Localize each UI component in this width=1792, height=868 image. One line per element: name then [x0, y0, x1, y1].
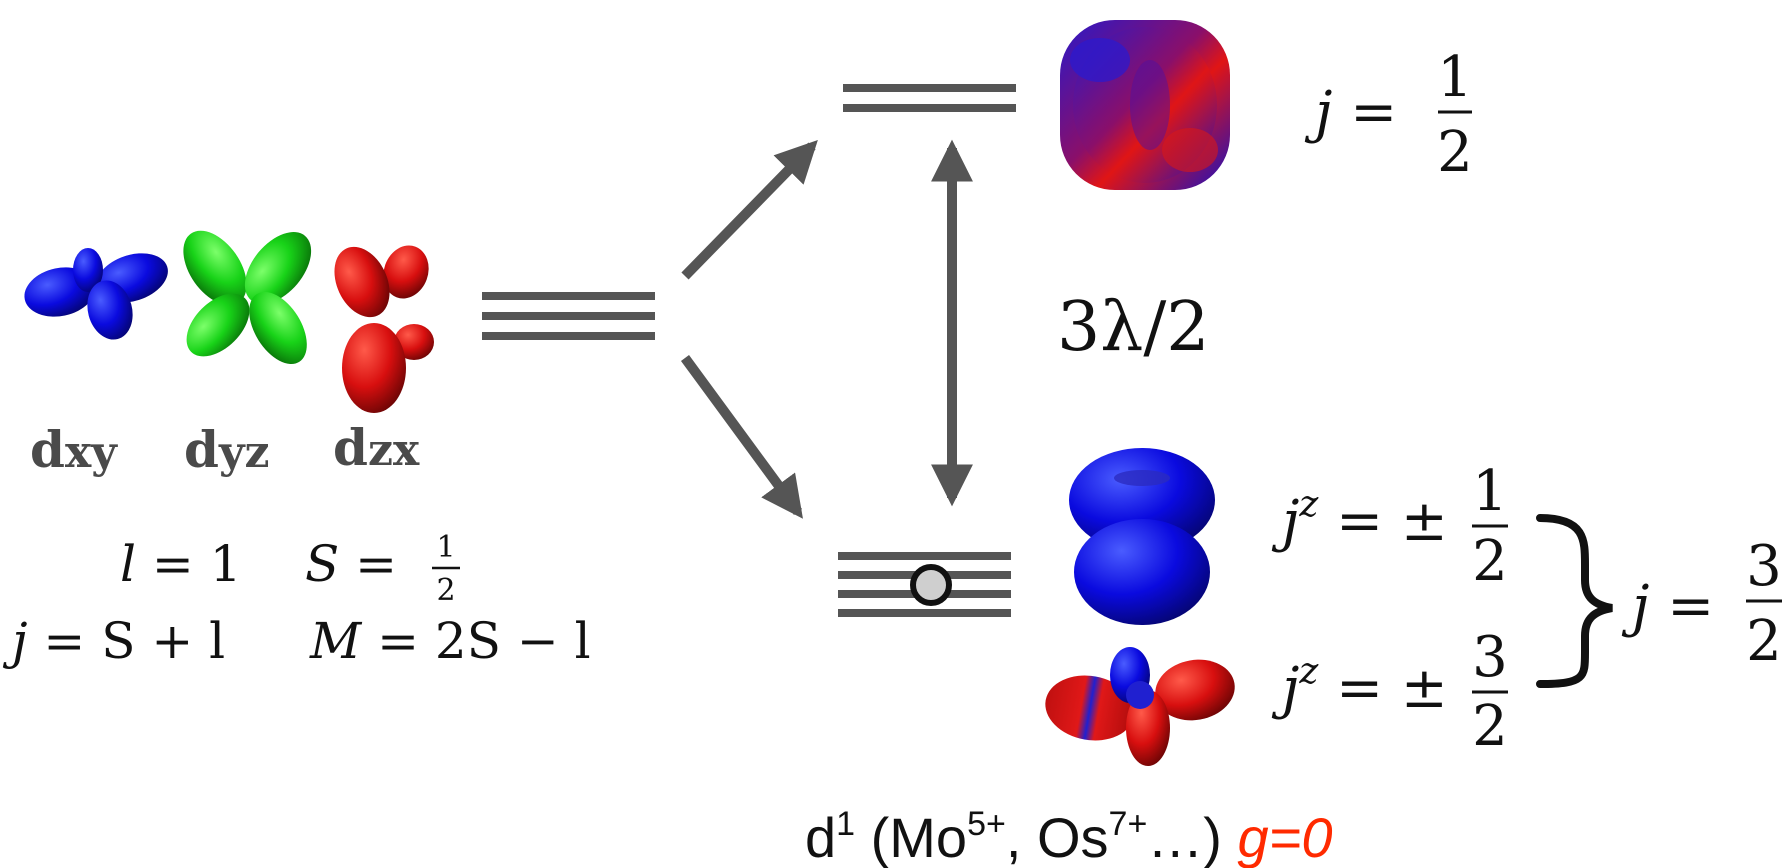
- l-formula: l = 1: [120, 535, 242, 593]
- grouping-brace: [1536, 514, 1613, 688]
- svg-text:2: 2: [1437, 120, 1473, 185]
- g-value: g=0: [1238, 806, 1333, 868]
- svg-text:2: 2: [1472, 529, 1508, 594]
- j-formula: j = S + l: [2, 612, 225, 670]
- svg-text:jz = ±: jz = ±: [1271, 484, 1448, 554]
- caption: d1 (Mo5+, Os7+…) g=0: [805, 805, 1333, 868]
- orbital-j-half: [1060, 20, 1230, 190]
- svg-text:3: 3: [1746, 534, 1782, 599]
- splitting-label: 3λ/2: [1057, 288, 1210, 367]
- orbital-dzx: [334, 245, 434, 413]
- orbital-jz-half: [1069, 448, 1215, 625]
- orbital-label-dyz: dyz: [184, 420, 270, 479]
- orbital-label-dxy: dxy: [30, 420, 118, 479]
- lower-total-label: j = 3 2: [1621, 534, 1782, 674]
- svg-text:2: 2: [1746, 609, 1782, 674]
- upper-state-label: j = 1 2: [1304, 45, 1473, 185]
- lower-state-label-2: jz = ± 3 2: [1271, 625, 1508, 759]
- arrow-down: [680, 355, 803, 519]
- arrow-up: [681, 139, 818, 280]
- s-formula: S =: [305, 535, 397, 593]
- j-half-level: [843, 84, 1016, 112]
- m-formula: M = 2S − l: [309, 612, 591, 670]
- orbital-label-dzx: dzx: [333, 418, 420, 477]
- svg-text:j =: j =: [1621, 574, 1714, 639]
- quantum-numbers: l = 1 S = 1 2 j = S + l M = 2S − l: [2, 530, 591, 670]
- svg-text:1: 1: [1437, 45, 1473, 110]
- orbital-dyz: [183, 230, 312, 365]
- s-denominator: 2: [436, 573, 455, 608]
- orbital-jz-three-halves: [1045, 647, 1235, 766]
- lower-state-label-1: jz = ± 1 2: [1271, 459, 1508, 594]
- svg-text:1: 1: [1472, 459, 1508, 524]
- svg-text:2: 2: [1472, 694, 1508, 759]
- orbital-dxy: [24, 248, 168, 340]
- hole-marker: [910, 564, 952, 606]
- t2g-level: [482, 292, 655, 340]
- svg-text:jz = ±: jz = ±: [1271, 651, 1448, 721]
- svg-text:3: 3: [1472, 625, 1508, 690]
- svg-text:j =: j =: [1304, 80, 1397, 145]
- s-numerator: 1: [436, 530, 455, 565]
